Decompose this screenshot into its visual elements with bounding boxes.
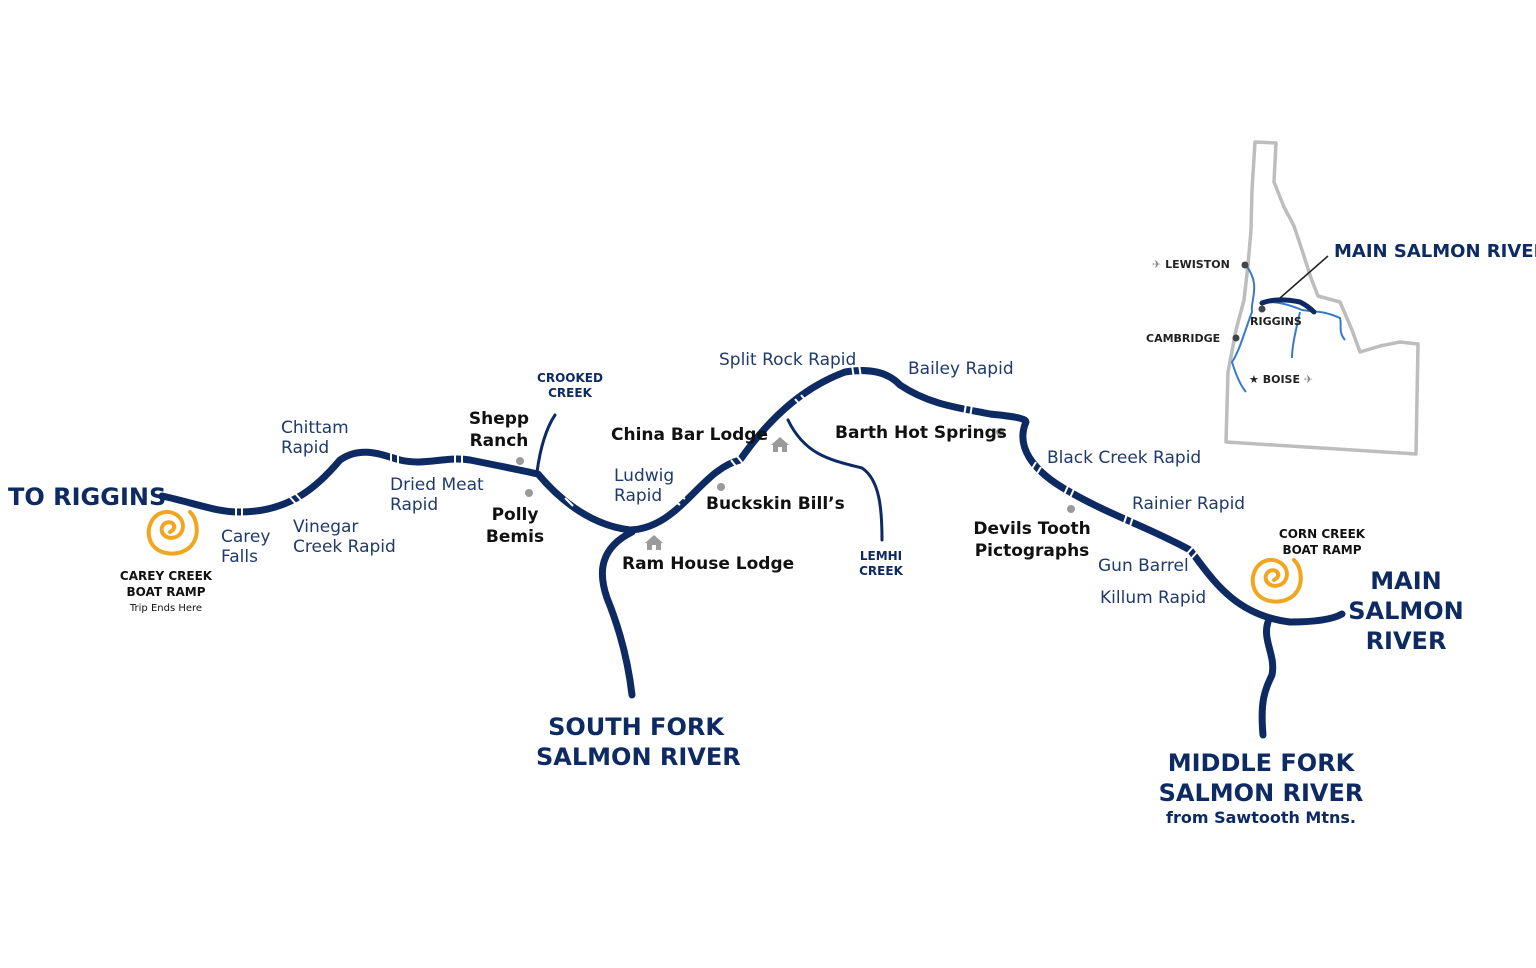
- place-buckskin-bills: Buckskin Bill’s: [706, 494, 845, 514]
- lewiston-label: LEWISTON: [1165, 258, 1230, 271]
- carey-creek-ramp-label: CAREY CREEK BOAT RAMP: [106, 568, 226, 600]
- inset-main-salmon-highlight: [1259, 297, 1317, 315]
- rapid-killum: Killum Rapid: [1100, 588, 1207, 608]
- middle-fork-note: from Sawtooth Mtns.: [1166, 808, 1356, 827]
- crooked-creek-line-1: CROOKED: [537, 371, 603, 385]
- place-china-bar-lodge: China Bar Lodge: [611, 425, 769, 445]
- devils-tooth-line-1: Devils Tooth: [973, 519, 1091, 539]
- rapid-bailey: Bailey Rapid: [908, 359, 1014, 379]
- corn-ramp-line-2: BOAT RAMP: [1282, 543, 1362, 557]
- middle-fork-line-1: MIDDLE FORK: [1167, 749, 1355, 777]
- lemhi-creek-line: [786, 418, 884, 542]
- crooked-creek-line-2: CREEK: [548, 386, 592, 400]
- idaho-outline: [1224, 140, 1420, 456]
- corn-creek-ramp-label: CORN CREEK BOAT RAMP: [1262, 526, 1382, 558]
- buckskin-house-icon: [771, 437, 789, 452]
- rapid-chittam: Chittam Rapid: [281, 418, 349, 458]
- polly-line-2: Bemis: [485, 527, 545, 547]
- corn-ramp-line-1: CORN CREEK: [1278, 527, 1366, 541]
- lemhi-creek-line-1: LEMHI: [859, 549, 903, 563]
- main-salmon-line-2: SALMON: [1348, 597, 1464, 625]
- carey-ramp-note: Trip Ends Here: [129, 603, 203, 614]
- chittam-line-1: Chittam: [281, 418, 349, 438]
- boise-label: BOISE: [1262, 373, 1300, 386]
- inset-title: MAIN SALMON RIVER: [1334, 241, 1536, 262]
- middle-fork-label: MIDDLE FORK SALMON RIVER: [1156, 748, 1366, 808]
- star-icon: ★: [1249, 373, 1259, 386]
- rapid-dried-meat: Dried Meat Rapid: [390, 475, 484, 515]
- airplane-icon: ✈: [1152, 258, 1162, 271]
- inset-boise: ★ BOISE ✈: [1249, 373, 1313, 386]
- dried-meat-line-1: Dried Meat: [390, 475, 484, 495]
- rapid-carey-falls: Carey Falls: [221, 527, 270, 567]
- rapid-ludwig: Ludwig Rapid: [614, 466, 674, 506]
- main-salmon-line-3: RIVER: [1365, 627, 1447, 655]
- place-polly-bemis: Polly Bemis: [482, 504, 548, 548]
- lemhi-creek-line-2: CREEK: [859, 564, 903, 578]
- shepp-line-1: Shepp: [468, 409, 530, 429]
- polly-line-1: Polly: [491, 505, 539, 525]
- rapid-black-creek: Black Creek Rapid: [1047, 448, 1202, 468]
- ludwig-line-1: Ludwig: [614, 466, 675, 486]
- south-fork-line: [598, 528, 636, 699]
- corn-creek-spiral-icon: [1250, 557, 1303, 604]
- rapid-rainier: Rainier Rapid: [1132, 494, 1246, 514]
- devils-tooth-line-2: Pictographs: [974, 541, 1090, 561]
- carey-creek-spiral-icon: [146, 509, 199, 556]
- carey-falls-line-2: Falls: [221, 547, 258, 567]
- place-devils-tooth: Devils Tooth Pictographs: [972, 518, 1092, 562]
- lemhi-creek-label: LEMHI CREEK: [846, 549, 916, 579]
- place-barth-hot-springs: Barth Hot Springs: [835, 423, 1007, 443]
- crooked-creek-label: CROOKED CREEK: [530, 371, 610, 401]
- shepp-line-2: Ranch: [469, 431, 529, 451]
- place-shepp-ranch: Shepp Ranch: [466, 408, 532, 452]
- carey-ramp-line-1: CAREY CREEK: [119, 569, 213, 583]
- vinegar-line-2: Creek Rapid: [293, 537, 396, 557]
- south-fork-line-1: SOUTH FORK: [548, 713, 724, 741]
- main-salmon-river-line: [158, 367, 1346, 626]
- carey-falls-line-1: Carey: [221, 527, 271, 547]
- main-salmon-label: MAIN SALMON RIVER: [1346, 566, 1466, 656]
- inset-cambridge: CAMBRIDGE: [1146, 332, 1221, 345]
- south-fork-line-2: SALMON RIVER: [536, 743, 741, 771]
- inset-riggins: RIGGINS: [1250, 315, 1302, 328]
- chittam-line-2: Rapid: [281, 438, 330, 458]
- rapid-vinegar-creek: Vinegar Creek Rapid: [293, 517, 396, 557]
- dried-meat-line-2: Rapid: [390, 495, 439, 515]
- vinegar-line-1: Vinegar: [293, 517, 359, 537]
- rapid-markers: [235, 364, 1209, 591]
- rapid-gun-barrel: Gun Barrel: [1098, 556, 1189, 576]
- middle-fork-line-2: SALMON RIVER: [1158, 779, 1364, 807]
- crooked-creek-line: [535, 413, 557, 474]
- ludwig-line-2: Rapid: [614, 486, 663, 506]
- carey-ramp-line-2: BOAT RAMP: [126, 585, 206, 599]
- main-salmon-line-1: MAIN: [1370, 567, 1442, 595]
- place-markers: [516, 428, 1075, 513]
- south-fork-label: SOUTH FORK SALMON RIVER: [536, 712, 741, 772]
- place-ram-house-lodge: Ram House Lodge: [622, 554, 795, 574]
- to-riggins-label: TO RIGGINS: [8, 483, 167, 511]
- airplane-icon: ✈: [1303, 373, 1314, 386]
- rapid-split-rock: Split Rock Rapid: [719, 350, 857, 370]
- inset-lewiston: ✈ LEWISTON: [1152, 258, 1230, 271]
- ram-house-lodge-house-icon: [645, 535, 663, 550]
- middle-fork-line: [1258, 618, 1277, 739]
- idaho-inset-map: [1224, 140, 1420, 456]
